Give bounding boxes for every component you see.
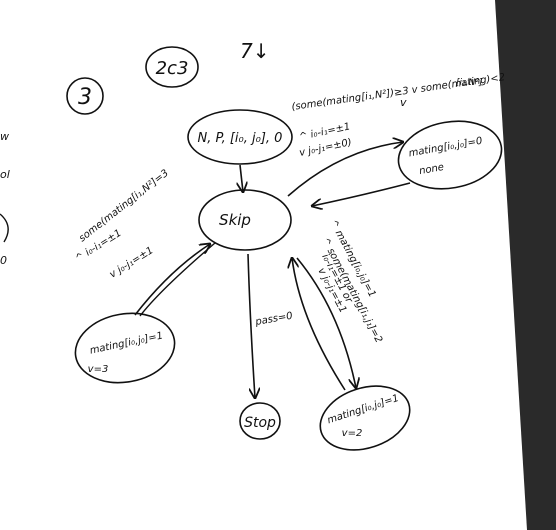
svg-text:v: v [400,96,407,109]
edge-skip-to-top-right [287,142,403,197]
skip-node: Skip [198,189,292,251]
svg-text:N, P, [i₀, j₀], 0: N, P, [i₀, j₀], 0 [198,131,283,146]
svg-text:Skip: Skip [219,211,251,229]
edge-bottom-right-to-skip [292,258,346,391]
label-bottom-right-to-skip: ^ mating[i₀,j₀]=1 ^ some(mating[i₁,j₁]=2… [315,218,384,345]
top-right-node: mating[i₀,j₀]=0 none [397,120,503,190]
svg-text:v=2: v=2 [342,428,363,439]
svg-text:mating[i₀,j₀]=1: mating[i₀,j₀]=1 [89,330,164,356]
left-node: mating[i₀,j₀]=1 v=3 [74,312,176,384]
circled-three-mark: 3 [66,77,104,115]
svg-text:v=3: v=3 [88,364,109,375]
circled-2c3-mark: 2c3 [145,46,199,88]
edge-top-right-to-skip [312,182,411,206]
edge-skip-to-stop [247,253,255,398]
start-node: N, P, [i₀, j₀], 0 [187,109,293,165]
svg-text:v j₀-j₁=±1: v j₀-j₁=±1 [108,245,156,281]
svg-text:2c3: 2c3 [156,58,189,79]
svg-text:[i₁,N²]: [i₁,N²] [456,78,483,88]
corner-mark: 7↓ [240,39,269,63]
edge-left-to-skip [134,244,210,316]
label-skip-to-stop: pass=0 [254,311,294,329]
svg-text:none: none [418,162,444,177]
svg-text:some(mating[i₁,N²]=3: some(mating[i₁,N²]=3 [77,168,171,245]
left-fragment-2: ol [0,168,10,181]
left-fragment-arc [0,213,9,243]
left-fragment-1: w [0,130,9,143]
edge-skip-to-left [139,242,216,317]
svg-text:3: 3 [78,85,92,110]
left-fragment-3: 0 [0,254,7,267]
edge-start-to-skip [240,164,243,192]
dark-side-panel [495,0,556,530]
svg-text:Stop: Stop [244,415,276,431]
label-skip-to-left: some(mating[i₁,N²]=3 ^ i₀-i₁=±1 v j₀-j₁=… [74,168,171,281]
svg-text:mating[i₀,j₀]=0: mating[i₀,j₀]=0 [408,136,483,160]
bottom-right-node: mating[i₀,j₀]=1 v=2 [319,385,411,451]
stop-node: Stop [239,402,281,440]
edge-skip-to-bottom-right [296,257,356,388]
